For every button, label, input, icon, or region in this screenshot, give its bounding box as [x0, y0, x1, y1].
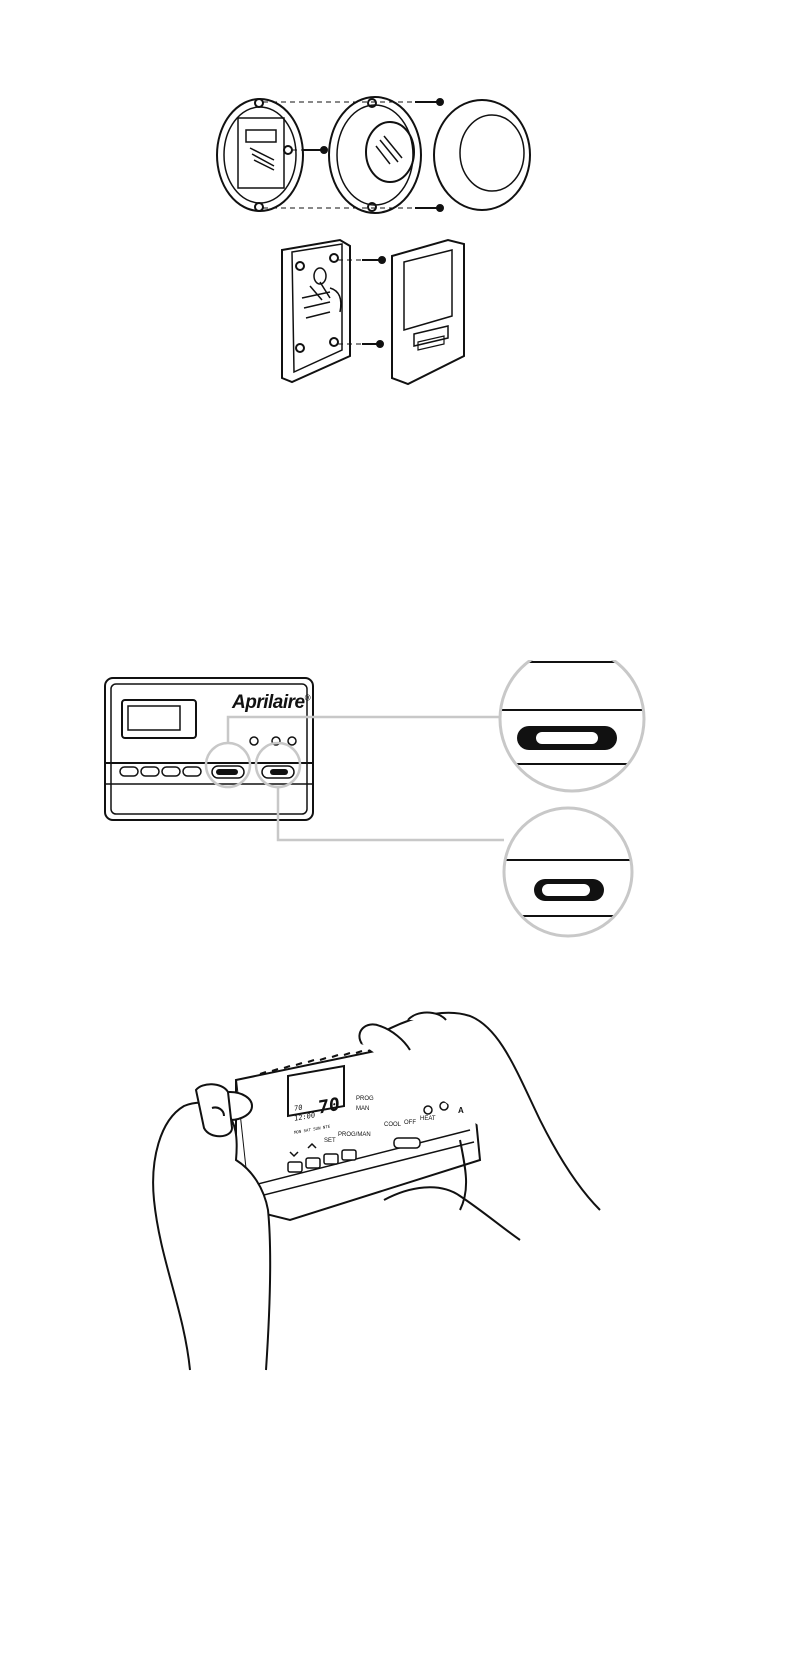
rectangular-thermostat-drawing: [280, 238, 490, 388]
down-button: [288, 1162, 302, 1172]
label-off: OFF: [404, 1120, 416, 1126]
label-a: A: [458, 1106, 464, 1115]
switch-callout-drawing: [100, 660, 660, 960]
lcd-small-temp: 70: [294, 1103, 302, 1112]
lcd-day-line: MON SAT SUN NTE: [294, 1123, 330, 1137]
lcd-mode-man: MAN: [356, 1106, 369, 1112]
brand-logo-text: Aprilaire: [232, 692, 305, 713]
hands-thermostat-drawing: [140, 1010, 640, 1410]
round-thermostat-drawing: [210, 90, 540, 220]
mode-switch-magnified-callout: [490, 660, 660, 791]
up-button: [306, 1158, 320, 1168]
label-heat: HEAT: [420, 1116, 436, 1122]
label-cool: COOL: [384, 1122, 401, 1128]
rect-front-cover: [392, 240, 464, 384]
aprilaire-logo: Aprilaire®: [232, 692, 310, 714]
label-prog-man: PROG/MAN: [338, 1132, 371, 1138]
label-set: SET: [324, 1138, 336, 1144]
brand-mark: ®: [305, 694, 310, 703]
switch-position-figure: Aprilaire®: [100, 660, 660, 960]
lcd-mode-prog: PROG: [356, 1096, 374, 1102]
round-dial-base: [329, 97, 421, 213]
round-back-plate: [217, 99, 303, 211]
lcd-big-temp: 70: [318, 1095, 340, 1119]
round-thermostat-exploded-figure: [210, 90, 540, 220]
rectangular-thermostat-exploded-figure: [280, 238, 490, 388]
lcd-time: 12:00: [294, 1111, 315, 1123]
prog-man-button: [342, 1150, 356, 1160]
mode-slider: [394, 1138, 420, 1148]
hands-holding-thermostat-figure: 70 12:00 70 MON SAT SUN NTE PROG MAN SET…: [140, 1010, 640, 1410]
fan-switch-magnified-callout: [500, 808, 640, 936]
set-button: [324, 1154, 338, 1164]
